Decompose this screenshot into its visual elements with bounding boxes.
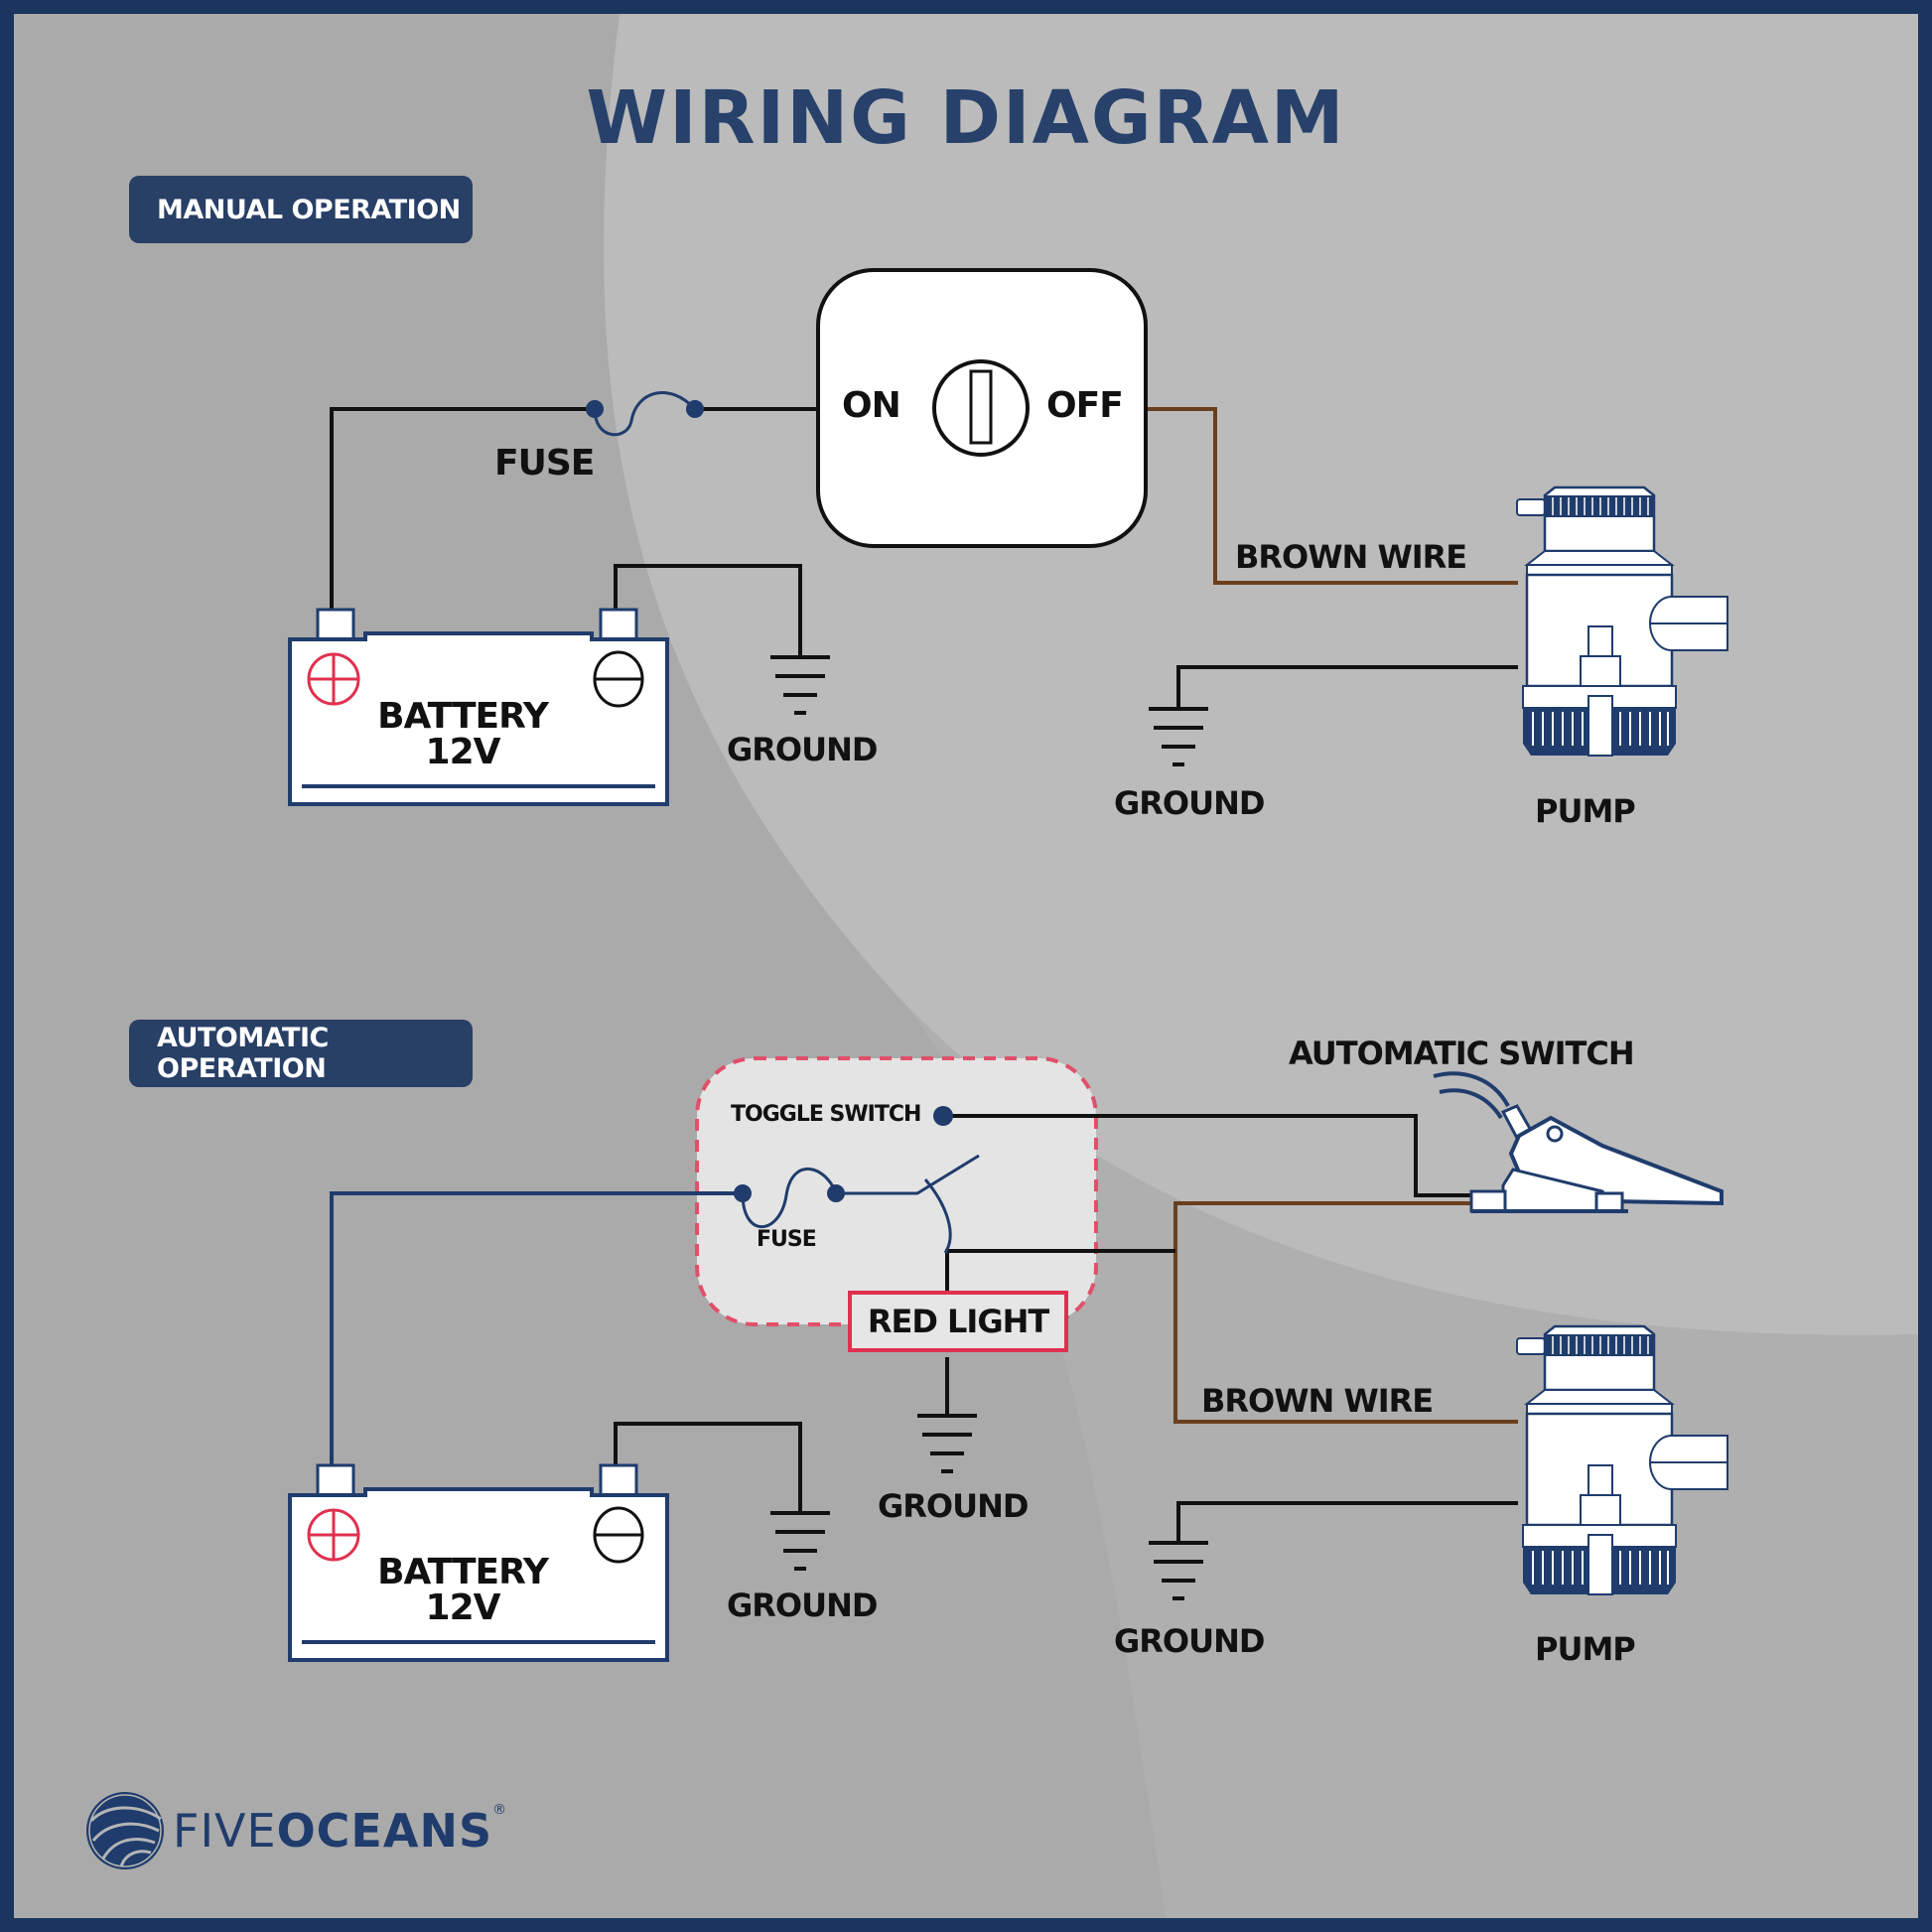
- manual-operation-label: MANUAL OPERATION: [129, 176, 473, 243]
- manual-ground-left-icon: [768, 655, 832, 715]
- brand-name-bold: OCEANS: [276, 1804, 493, 1858]
- switch-on-label: ON: [842, 385, 901, 426]
- toggle-switch-label: TOGGLE SWITCH: [731, 1102, 921, 1127]
- manual-ground-right-icon: [1147, 707, 1210, 766]
- on-off-switch[interactable]: [816, 268, 1148, 548]
- manual-ground-left-label: GROUND: [727, 731, 878, 768]
- manual-battery-label: BATTERY 12V: [290, 699, 635, 770]
- red-light-indicator: RED LIGHT: [848, 1291, 1068, 1352]
- battery-voltage: 12V: [425, 732, 501, 772]
- toggle-panel: [695, 1056, 1098, 1326]
- automatic-ground-right-label: GROUND: [1114, 1622, 1265, 1660]
- manual-fuse-icon: [586, 391, 704, 437]
- manual-pump-label: PUMP: [1535, 792, 1636, 830]
- float-switch-icon: [1433, 1071, 1724, 1213]
- diagram-canvas: WIRING DIAGRAM MANUAL OPERATION AUTOMATI…: [14, 14, 1918, 1918]
- automatic-wires: [330, 1114, 1518, 1543]
- battery-name: BATTERY: [377, 696, 549, 737]
- manual-pump-icon: [1515, 485, 1729, 758]
- manual-ground-right-label: GROUND: [1114, 784, 1265, 822]
- automatic-fuse-icon: [734, 1167, 845, 1229]
- manual-wires: [330, 407, 1518, 709]
- automatic-ground-middle-icon: [915, 1414, 979, 1473]
- automatic-brown-wire-label: BROWN WIRE: [1201, 1382, 1434, 1420]
- automatic-switch-label: AUTOMATIC SWITCH: [1289, 1035, 1635, 1072]
- wiring-diagram: [288, 268, 1729, 1662]
- manual-fuse-label: FUSE: [494, 443, 595, 483]
- automatic-fuse-label: FUSE: [757, 1227, 817, 1252]
- automatic-ground-right-icon: [1147, 1541, 1210, 1600]
- automatic-pump-icon: [1515, 1324, 1729, 1596]
- automatic-operation-label: AUTOMATIC OPERATION: [129, 1020, 473, 1087]
- brand-logo: FIVEOCEANS®: [85, 1791, 507, 1870]
- battery-voltage: 12V: [425, 1587, 501, 1628]
- switch-off-label: OFF: [1046, 385, 1124, 426]
- waves-logo-icon: [86, 1792, 164, 1869]
- manual-brown-wire-label: BROWN WIRE: [1235, 538, 1467, 576]
- automatic-ground-left-label: GROUND: [727, 1587, 878, 1624]
- page-title: WIRING DIAGRAM: [586, 75, 1346, 161]
- automatic-ground-middle-label: GROUND: [878, 1487, 1029, 1525]
- automatic-ground-left-icon: [768, 1511, 832, 1571]
- brand-name: FIVEOCEANS®: [173, 1802, 508, 1858]
- toggle-switch-icon[interactable]: [836, 1106, 980, 1254]
- battery-name: BATTERY: [377, 1552, 549, 1592]
- brand-name-light: FIVE: [173, 1804, 277, 1858]
- automatic-battery-label: BATTERY 12V: [290, 1555, 635, 1626]
- registered-mark: ®: [492, 1802, 508, 1818]
- automatic-pump-label: PUMP: [1535, 1630, 1636, 1668]
